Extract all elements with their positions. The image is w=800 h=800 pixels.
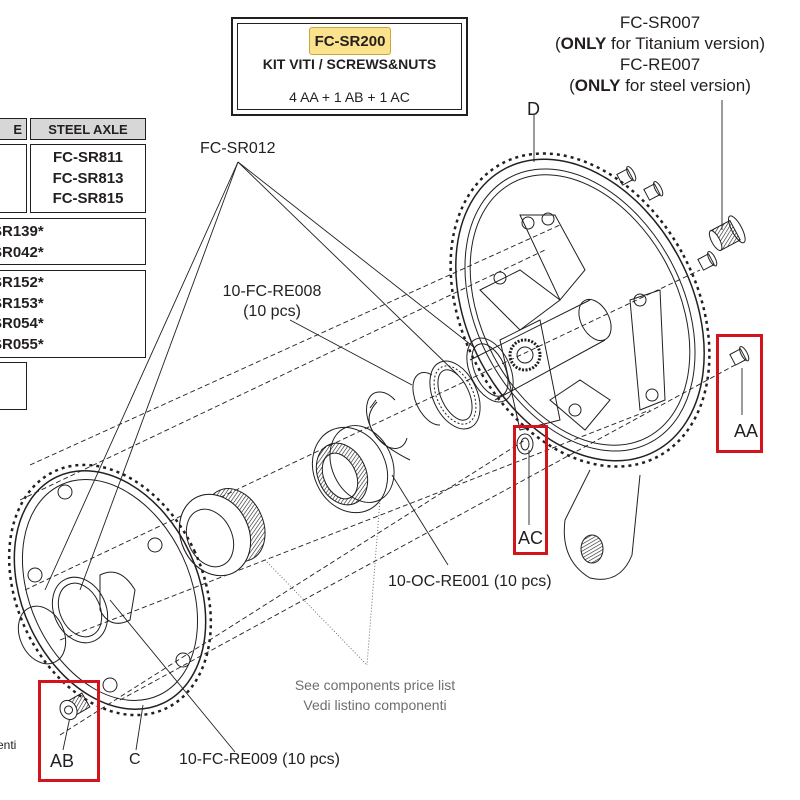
price-list-pointer-lines [264, 499, 381, 666]
chainring-bolts-aa [616, 166, 750, 366]
steel-note-text: for steel version) [620, 76, 751, 95]
paren: ( [569, 76, 575, 95]
re008-qty: (10 pcs) [243, 303, 301, 320]
table-group-b: SR139* SR042* [0, 218, 146, 265]
callout-ab[interactable]: AB [50, 751, 75, 771]
fixing-bolt-callout: FC-SR007 (ONLY for Titanium version) FC-… [520, 12, 800, 96]
washer-ac [516, 433, 534, 455]
highlight-box-ab: AB [38, 680, 100, 782]
steel-axle-code[interactable]: FC-SR815 [52, 190, 124, 207]
callout-oc-re001[interactable]: 10-OC-RE001 (10 pcs) [388, 573, 552, 590]
bolt-ab [59, 692, 91, 721]
chainring-d [449, 152, 711, 580]
kit-title: KIT VITI / SCREWS&NUTS [262, 56, 437, 72]
cropped-text: enti [0, 738, 17, 752]
part-code[interactable]: SR054* [0, 315, 44, 332]
kit-info-inner-border [237, 23, 462, 110]
only-emphasis: ONLY [560, 34, 607, 53]
part-code[interactable]: SR042* [0, 243, 44, 261]
fixing-bolt-code-titanium[interactable]: FC-SR007 [619, 13, 701, 32]
price-list-note-it: Vedi listino componenti [303, 697, 447, 713]
kit-contents: 4 AA + 1 AB + 1 AC [289, 89, 410, 105]
price-list-note: See components price list Vedi listino c… [270, 675, 480, 715]
callout-re009[interactable]: 10-FC-RE009 (10 pcs) [179, 751, 340, 768]
fixing-bolt [708, 215, 746, 251]
price-list-note-en: See components price list [294, 677, 456, 693]
callout-d[interactable]: D [527, 99, 540, 119]
steel-axle-codes-cell: FC-SR811 FC-SR813 FC-SR815 [30, 144, 146, 213]
table-header-cut: E [0, 118, 27, 140]
callout-fc-sr012[interactable]: FC-SR012 [200, 140, 276, 157]
bearing-assembly [366, 337, 514, 461]
part-code[interactable]: SR153* [0, 294, 44, 312]
callout-re008: 10-FC-RE008 (10 pcs) [212, 282, 332, 322]
titanium-note-text: for Titanium version) [606, 34, 766, 53]
steel-axle-code[interactable]: FC-SR813 [52, 169, 124, 187]
only-emphasis: ONLY [574, 76, 621, 95]
table-cell-cropped [0, 144, 27, 213]
re008-code[interactable]: 10-FC-RE008 [222, 283, 322, 300]
axle-table-header: E STEEL AXLE [0, 118, 146, 140]
fixing-bolt-code-steel[interactable]: FC-RE007 [619, 55, 701, 74]
part-code[interactable]: SR055* [0, 335, 44, 353]
table-cell-cropped [0, 362, 27, 410]
kit-code-badge[interactable]: FC-SR200 [309, 27, 391, 55]
titanium-note: (ONLY for Titanium version) [520, 33, 800, 54]
callout-ac[interactable]: AC [518, 528, 544, 548]
paren: ( [554, 34, 561, 53]
steel-axle-code[interactable]: FC-SR811 [52, 149, 124, 166]
highlight-box-aa: AA [716, 334, 763, 453]
callout-aa[interactable]: AA [734, 421, 759, 441]
part-code[interactable]: SR152* [0, 274, 44, 291]
table-group-c: SR152* SR153* SR054* SR055* [0, 270, 146, 358]
chainring-c [7, 463, 213, 717]
highlight-box-ac: AC [513, 425, 548, 555]
table-header-steel-axle: STEEL AXLE [30, 118, 146, 140]
leader-lines [44, 100, 743, 753]
steel-note: (ONLY for steel version) [520, 75, 800, 96]
callout-c[interactable]: C [129, 751, 141, 768]
part-code[interactable]: SR139* [0, 223, 44, 240]
kit-info-box: FC-SR200 KIT VITI / SCREWS&NUTS 4 AA + 1… [231, 17, 468, 116]
bb-cup-left [178, 488, 266, 577]
bb-cup-right [311, 425, 395, 514]
